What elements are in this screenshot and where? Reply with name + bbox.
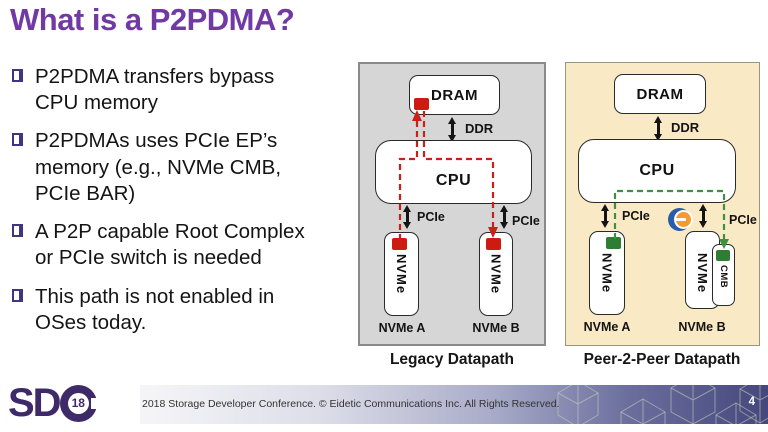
bullet-item: This path is not enabled in OSes today. xyxy=(12,284,357,336)
sdc-logo-c-icon: 18 xyxy=(59,384,100,422)
cmb-buffer-icon xyxy=(716,250,730,261)
bullet-square-icon xyxy=(12,69,23,82)
nvme-a-cmb-buffer-icon xyxy=(606,237,621,249)
cpu-box: CPU xyxy=(375,140,532,204)
cpu-box: CPU xyxy=(578,139,736,203)
ddr-label: DDR xyxy=(465,121,494,136)
nvme-a-label: NVMe A xyxy=(378,321,426,335)
ddr-label: DDR xyxy=(671,120,700,135)
bullet-text: P2PDMAs uses PCIe EP’s memory (e.g., NVM… xyxy=(35,129,282,205)
pcie-label-b: PCIe xyxy=(512,214,540,228)
dram-label: DRAM xyxy=(431,86,478,104)
nvme-a-buffer-icon xyxy=(392,238,407,250)
pcie-arrow-b-icon xyxy=(702,211,705,221)
legacy-datapath-panel: DRAM DDR CPU PCIe PCIe NVMe NVMe NVMe A … xyxy=(358,62,546,346)
dram-box: DRAM xyxy=(614,74,706,114)
bullet-item: P2PDMAs uses PCIe EP’s memory (e.g., NVM… xyxy=(12,128,357,207)
pcie-arrow-a-icon xyxy=(604,211,607,221)
cube-pattern-decoration xyxy=(557,385,768,424)
sdc-logo-text: SD xyxy=(8,380,62,425)
sdc-logo-year: 18 xyxy=(71,395,85,410)
nvme-a-label: NVMe A xyxy=(583,320,631,334)
footer-copyright: 2018 Storage Developer Conference. © Eid… xyxy=(142,398,560,410)
nvme-a-box: NVMe xyxy=(384,232,419,316)
bullet-item: A P2P capable Root Complex or PCIe switc… xyxy=(12,219,357,271)
pcie-label-a: PCIe xyxy=(622,209,650,223)
legacy-caption: Legacy Datapath xyxy=(389,351,515,368)
dram-label: DRAM xyxy=(636,85,684,103)
pcie-arrow-a-icon xyxy=(406,212,409,222)
bullet-square-icon xyxy=(12,133,23,147)
pcie-arrow-b-icon xyxy=(503,212,506,222)
bullet-list: P2PDMA transfers bypass CPU memory P2PDM… xyxy=(12,64,357,348)
nvme-b-device-label: NVMe xyxy=(695,253,710,294)
nvme-b-label: NVMe B xyxy=(472,321,520,335)
nvme-b-device-label: NVMe xyxy=(488,254,504,295)
ddr-arrow-icon xyxy=(657,123,660,134)
bullet-text: P2PDMA transfers bypass CPU memory xyxy=(35,65,275,115)
bullet-square-icon xyxy=(12,224,23,238)
sdc-logo: SD 18 xyxy=(8,376,140,430)
bullet-item: P2PDMA transfers bypass CPU memory xyxy=(12,64,357,116)
ddr-arrow-icon xyxy=(451,124,454,135)
nvme-a-device-label: NVMe xyxy=(599,253,615,294)
page-title: What is a P2PDMA? xyxy=(10,2,295,37)
nvme-b-label: NVMe B xyxy=(678,320,726,334)
pcie-label-b: PCIe xyxy=(729,213,757,227)
bullet-text: A P2P capable Root Complex or PCIe switc… xyxy=(35,220,305,270)
page-number: 4 xyxy=(748,396,755,408)
bullet-text: This path is not enabled in OSes today. xyxy=(35,284,275,334)
nvme-a-device-label: NVMe xyxy=(394,254,409,295)
dram-buffer-icon xyxy=(414,98,429,110)
cmb-label: CMB xyxy=(718,265,729,289)
cpu-label: CPU xyxy=(639,162,675,179)
cpu-label: CPU xyxy=(435,172,472,189)
bullet-square-icon xyxy=(12,288,23,302)
p2p-datapath-panel: DRAM DDR CPU PCIe PCIe NVMe NVMe CMB NVM… xyxy=(565,62,760,346)
pcie-label-a: PCIe xyxy=(417,210,445,224)
eideticom-logo-icon xyxy=(668,208,691,231)
p2p-caption: Peer-2-Peer Datapath xyxy=(583,351,741,368)
nvme-b-buffer-icon xyxy=(486,238,501,250)
